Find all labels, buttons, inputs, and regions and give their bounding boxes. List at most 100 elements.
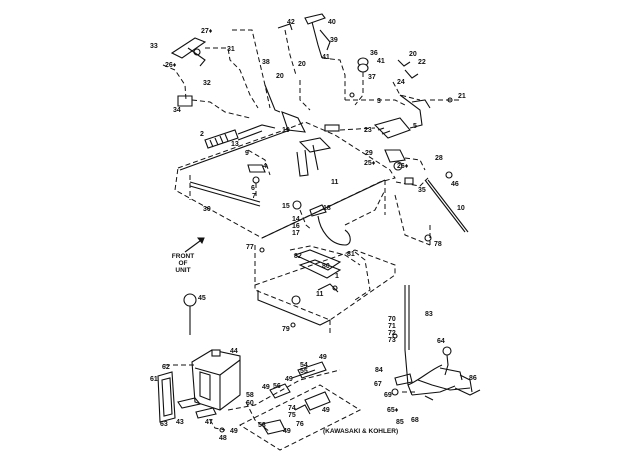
mower-lift-handle <box>339 117 426 171</box>
callout-26: 26♦ <box>397 163 409 170</box>
right-upper-hardware <box>345 57 460 129</box>
callout-79: 79 <box>282 326 290 333</box>
callout-41: 41 <box>377 58 385 65</box>
callout-41: 41 <box>322 54 330 61</box>
callout-20: 20 <box>409 51 417 58</box>
callout-40: 40 <box>328 19 336 26</box>
front-label-line1: FRONT <box>172 253 194 260</box>
callout-86: 86 <box>469 375 477 382</box>
callout-69: 69 <box>384 392 392 399</box>
callout-67: 67 <box>374 381 382 388</box>
callout-5: 5 <box>413 123 417 130</box>
callout-27: 27♦ <box>201 28 213 35</box>
callout-49: 49 <box>319 354 327 361</box>
callout-47: 47 <box>205 419 213 426</box>
callout-31: 31 <box>227 46 235 53</box>
callout-labels: 27♦ 33 26♦ 31 32 34 42 40 39 41 20 38 20… <box>150 19 477 442</box>
callout-58: 58 <box>246 392 254 399</box>
callout-61: 61 <box>150 376 158 383</box>
callout-10: 10 <box>457 205 465 212</box>
callout-44: 44 <box>230 348 238 355</box>
front-label-line2: OF <box>178 260 187 267</box>
callout-20: 20 <box>298 61 306 68</box>
front-label-line3: UNIT <box>175 267 190 274</box>
lift-lever-assembly <box>232 13 346 113</box>
front-direction-indicator <box>184 237 205 253</box>
callout-16: 16 <box>292 223 300 230</box>
callout-30: 30 <box>203 206 211 213</box>
misc-fasteners <box>183 92 432 339</box>
callout-13: 13 <box>231 141 239 148</box>
callout-29: 29 <box>365 150 373 157</box>
callout-26: 26♦ <box>165 62 177 69</box>
callout-3: 3 <box>377 98 381 105</box>
throttle-lever-assembly <box>162 37 259 119</box>
callout-2: 2 <box>200 131 204 138</box>
callout-28: 28 <box>435 155 443 162</box>
callout-36: 36 <box>370 50 378 57</box>
callout-6: 6 <box>251 185 255 192</box>
callout-11: 11 <box>331 179 339 186</box>
callout-20: 20 <box>276 73 284 80</box>
callout-23: 23 <box>364 127 372 134</box>
engine-specific-parts-box <box>238 384 362 451</box>
callout-7: 7 <box>252 193 256 200</box>
center-pivot-assembly <box>281 111 340 177</box>
fuel-line-kit <box>227 361 341 435</box>
callout-4: 4 <box>263 163 267 170</box>
callout-85: 85 <box>396 419 404 426</box>
callout-77: 77 <box>246 244 254 251</box>
callout-63: 63 <box>160 421 168 428</box>
callout-49: 49 <box>285 376 293 383</box>
callout-82: 82 <box>294 253 302 260</box>
callout-83: 83 <box>425 311 433 318</box>
callout-48: 48 <box>219 435 227 442</box>
callout-49: 49 <box>230 428 238 435</box>
callout-35: 35 <box>418 187 426 194</box>
callout-45: 45 <box>198 295 206 302</box>
callout-33: 33 <box>150 43 158 50</box>
control-panel-frame <box>174 121 396 282</box>
callout-37: 37 <box>368 74 376 81</box>
callout-80: 80 <box>322 263 330 270</box>
callout-1: 1 <box>335 273 339 280</box>
callout-81: 81 <box>347 251 355 258</box>
callout-18: 18 <box>323 205 331 212</box>
callout-17: 17 <box>292 230 300 237</box>
throttle-cable <box>292 189 386 246</box>
callout-34: 34 <box>173 107 181 114</box>
callout-68: 68 <box>411 417 419 424</box>
control-rods <box>189 177 469 233</box>
callout-55: 55 <box>300 368 308 375</box>
fuel-tank-assembly <box>157 349 241 433</box>
callout-78: 78 <box>434 241 442 248</box>
callout-9: 9 <box>245 150 249 157</box>
callout-56: 56 <box>273 383 281 390</box>
callout-54: 54 <box>300 362 308 369</box>
callout-60: 60 <box>246 400 254 407</box>
callout-15: 15 <box>282 203 290 210</box>
wiring-harness <box>391 285 481 401</box>
battery-tray-panel <box>254 245 396 335</box>
callout-64: 64 <box>437 338 445 345</box>
callout-75: 75 <box>288 412 296 419</box>
engine-variant-note: (KAWASAKI & KOHLER) <box>323 428 398 435</box>
callout-39: 39 <box>330 37 338 44</box>
callout-49: 49 <box>322 407 330 414</box>
callout-71: 71 <box>388 323 396 330</box>
callout-14: 14 <box>292 216 300 223</box>
latch-hardware <box>247 164 266 198</box>
callout-53: 53 <box>258 422 266 429</box>
callout-24: 24 <box>397 79 405 86</box>
callout-73: 73 <box>388 337 396 344</box>
callout-72: 72 <box>388 330 396 337</box>
callout-74: 74 <box>288 405 296 412</box>
callout-21: 21 <box>458 93 466 100</box>
callout-43: 43 <box>176 419 184 426</box>
callout-76: 76 <box>296 421 304 428</box>
callout-70: 70 <box>388 316 396 323</box>
callout-38: 38 <box>262 59 270 66</box>
callout-49: 49 <box>262 384 270 391</box>
callout-19: 19 <box>282 127 290 134</box>
